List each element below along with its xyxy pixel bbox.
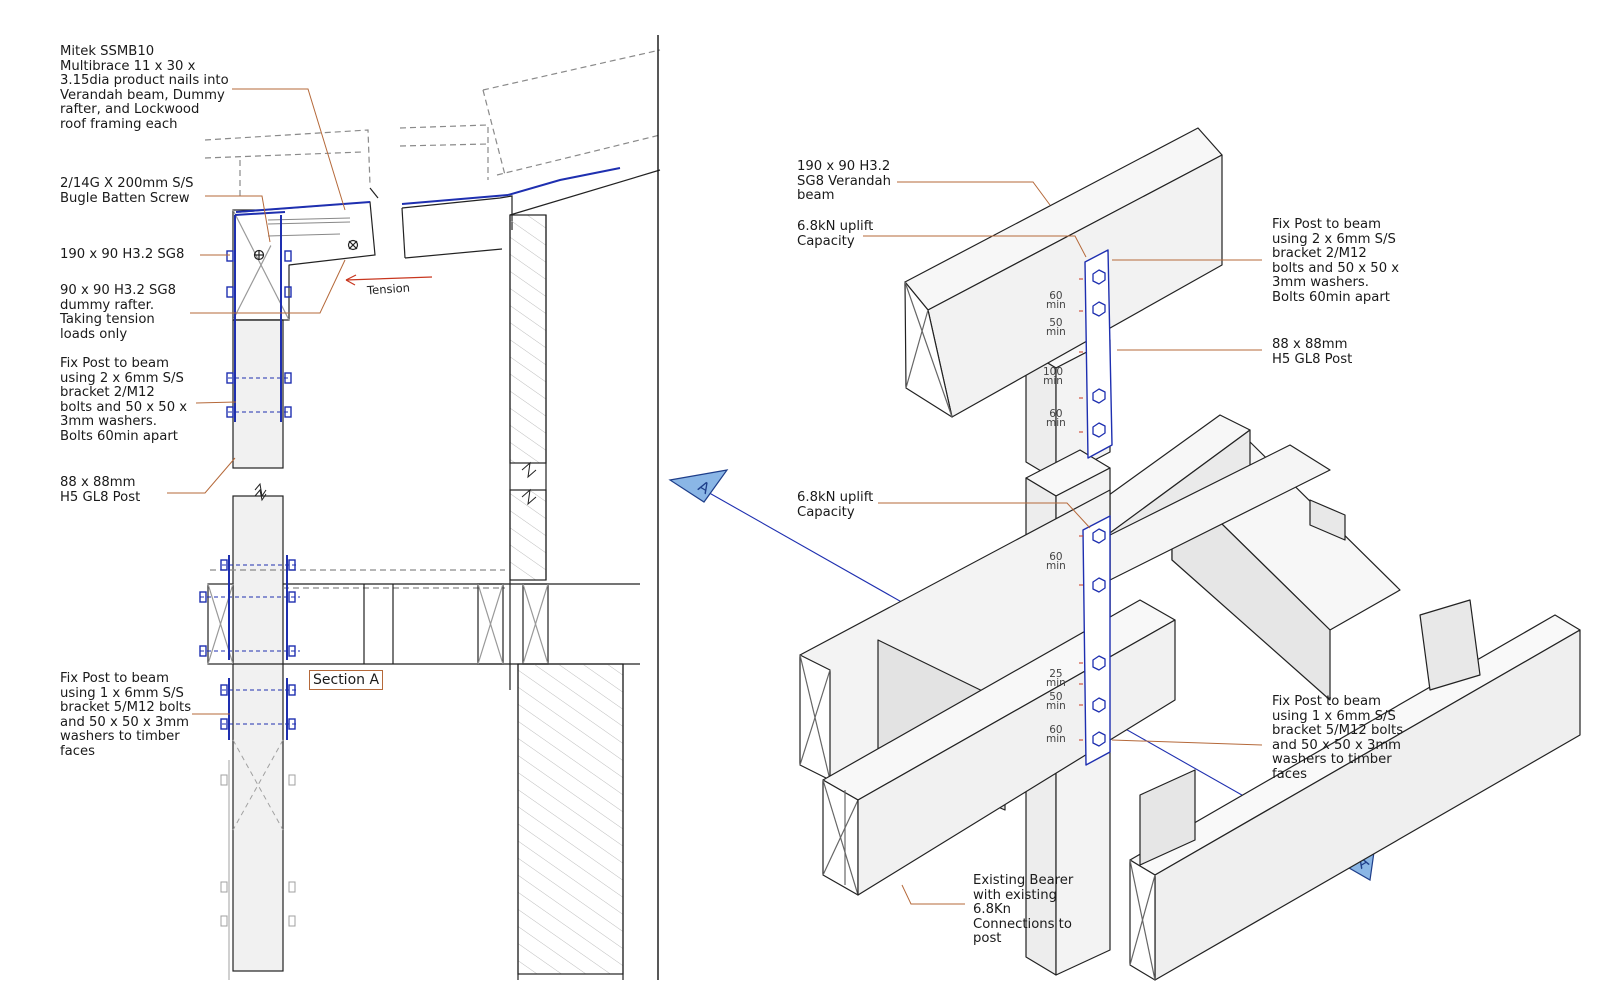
label-fix-post-bottom: Fix Post to beam using 1 x 6mm S/S brack…	[60, 671, 192, 759]
hidden-bolts	[220, 739, 296, 980]
label-fix-post-top: Fix Post to beam using 2 x 6mm S/S brack…	[60, 356, 188, 444]
label-dummy-rafter: 90 x 90 H3.2 SG8 dummy rafter. Taking te…	[60, 283, 177, 342]
roof-framing-dashed	[204, 49, 661, 200]
bracket-upper	[234, 211, 286, 422]
iso-leaders	[863, 181, 1263, 905]
label-tension: Tension	[366, 280, 411, 298]
tension-arrow	[345, 274, 433, 286]
post-upper	[232, 319, 284, 498]
label-mitek-multibrace: Mitek SSMB10 Multibrace 11 x 30 x 3.15di…	[60, 44, 229, 132]
iso-bracket-lower	[1082, 515, 1111, 766]
label-iso-fix-post-top: Fix Post to beam using 2 x 6mm S/S brack…	[1272, 217, 1400, 305]
label-iso-fix-post-bottom: Fix Post to beam using 1 x 6mm S/S brack…	[1272, 694, 1404, 782]
iso-bracket-upper	[1084, 249, 1113, 459]
bolt-heads-lower	[199, 559, 296, 730]
label-verandah-beam: 190 x 90 H3.2 SG8 Verandah beam	[797, 159, 891, 204]
section-leaders	[167, 88, 346, 715]
post-lower	[232, 488, 284, 972]
joists-dashed	[210, 569, 505, 589]
bracket-lower	[228, 555, 288, 740]
iso-verandah-beam	[904, 127, 1223, 418]
iso-view	[799, 127, 1581, 981]
existing-wall	[509, 35, 661, 980]
label-iso-post-88: 88 x 88mm H5 GL8 Post	[1272, 337, 1353, 367]
joist-breaks	[363, 583, 549, 665]
section-view	[199, 35, 661, 980]
bolt-heads-upper	[226, 250, 292, 418]
iso-bearer-right	[1129, 599, 1581, 981]
label-beam-190: 190 x 90 H3.2 SG8	[60, 247, 185, 262]
label-existing-bearer: Existing Bearer with existing 6.8Kn Conn…	[973, 873, 1074, 947]
bracket-bolts-lower	[200, 564, 300, 725]
bracket-bolts-upper	[228, 377, 290, 413]
iso-dim-ticks	[1079, 278, 1083, 741]
roof-sheet	[235, 167, 621, 213]
section-marker-top: A	[668, 469, 729, 503]
section-a-tag: Section A	[309, 670, 384, 690]
label-bugle-batten-screw: 2/14G X 200mm S/S Bugle Batten Screw	[60, 176, 194, 206]
label-uplift-top: 6.8kN uplift Capacity	[797, 219, 874, 249]
iso-bolts	[1092, 269, 1106, 747]
label-uplift-bottom: 6.8kN uplift Capacity	[797, 490, 874, 520]
label-post-88: 88 x 88mm H5 GL8 Post	[60, 475, 141, 505]
